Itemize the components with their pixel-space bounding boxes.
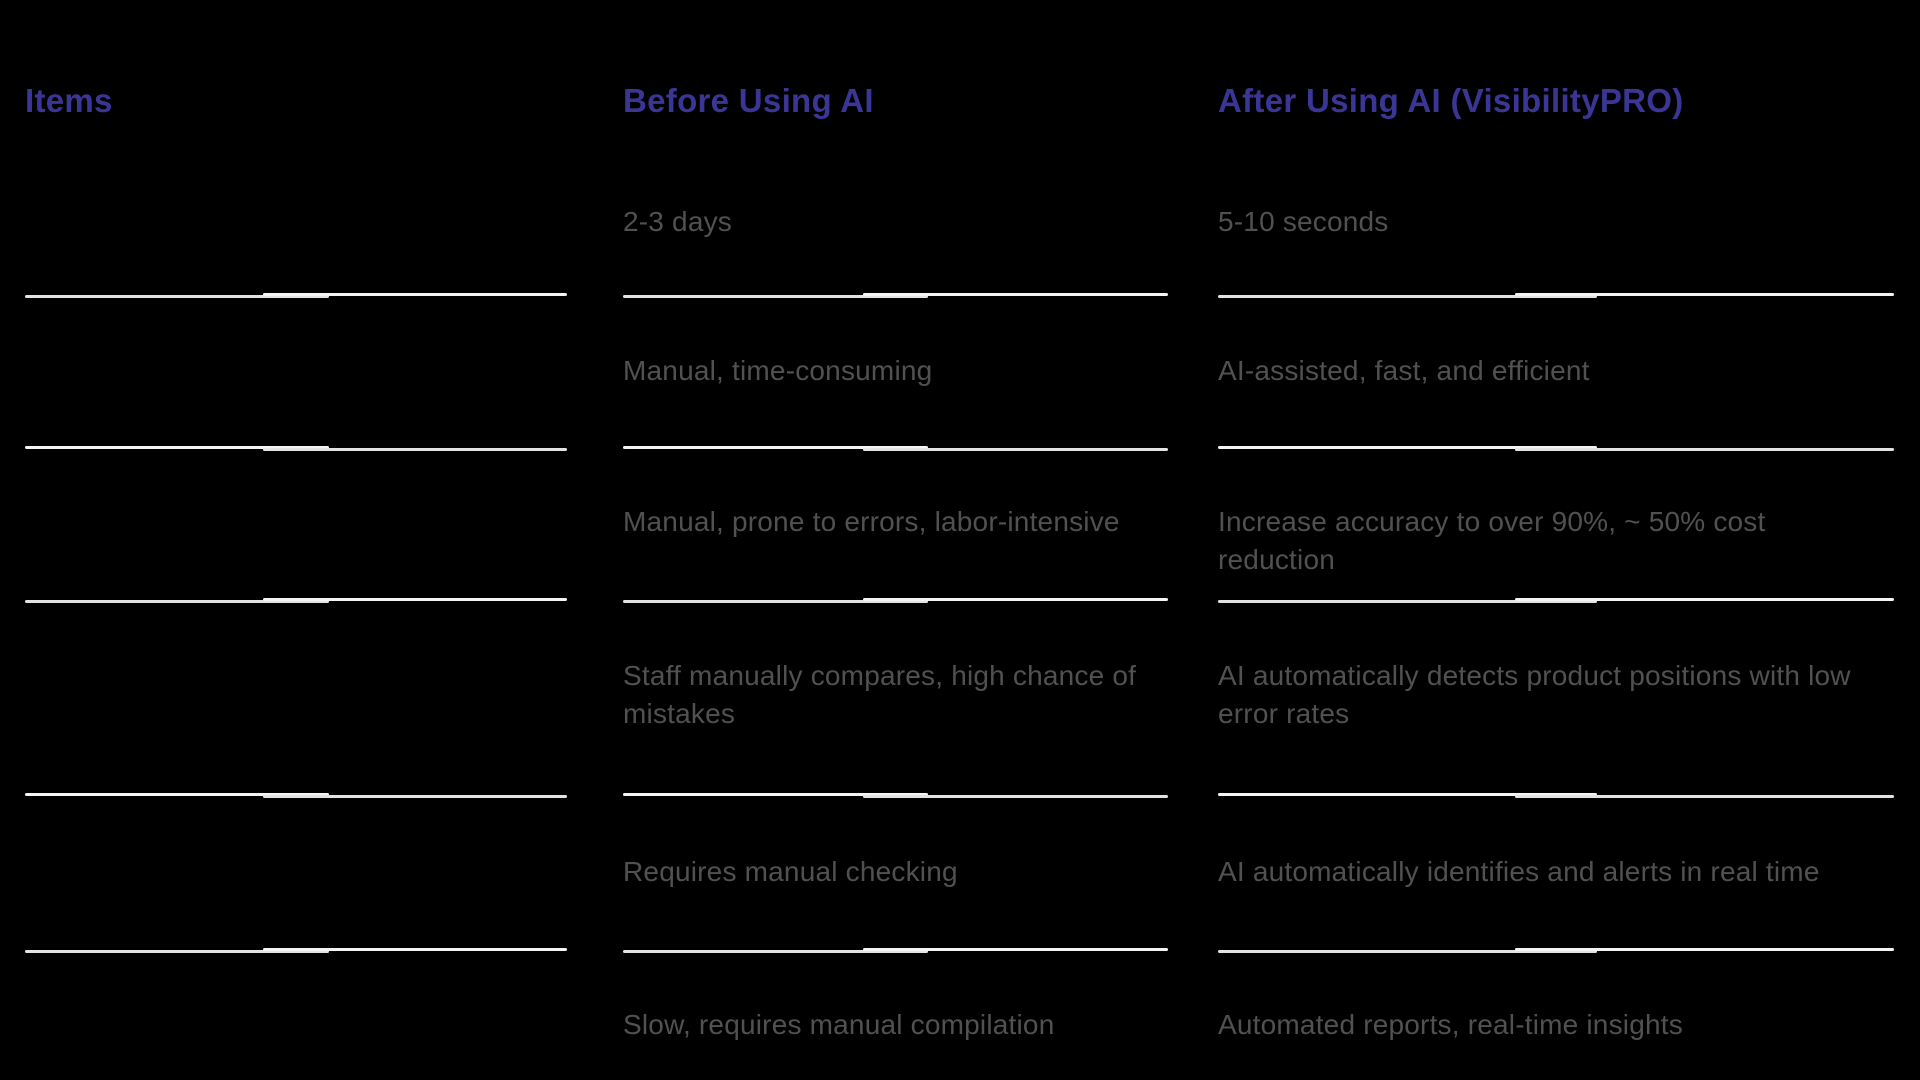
- column-header-after: After Using AI (VisibilityPRO): [1218, 82, 1684, 119]
- divider-line: [1218, 292, 1894, 300]
- divider-line: [25, 947, 567, 955]
- cell-before-5: Requires manual checking: [623, 856, 958, 887]
- cell-before-3: Manual, prone to errors, labor-intensive: [623, 506, 1120, 537]
- table-row: Manual, time-consuming AI-assisted, fast…: [0, 352, 1920, 390]
- divider-line: [623, 445, 1168, 453]
- row-divider: [0, 792, 1920, 800]
- cell-after-2: AI-assisted, fast, and efficient: [1218, 355, 1590, 386]
- column-header-before: Before Using AI: [623, 82, 874, 119]
- cell-before-6: Slow, requires manual compilation: [623, 1009, 1055, 1040]
- table-row: Staff manually compares, high chance of …: [0, 657, 1920, 733]
- cell-after-6: Automated reports, real-time insights: [1218, 1009, 1683, 1040]
- cell-item-6: [25, 1006, 570, 1044]
- divider-line: [25, 597, 567, 605]
- column-header-items: Items: [25, 82, 113, 119]
- divider-line: [1218, 792, 1894, 800]
- divider-line: [623, 292, 1168, 300]
- cell-after-1: 5-10 seconds: [1218, 206, 1389, 237]
- divider-line: [25, 792, 567, 800]
- divider-line: [623, 947, 1168, 955]
- table-row: 2-3 days 5-10 seconds: [0, 203, 1920, 241]
- row-divider: [0, 947, 1920, 955]
- divider-line: [25, 445, 567, 453]
- divider-line: [1218, 445, 1894, 453]
- row-divider: [0, 445, 1920, 453]
- cell-after-4: AI automatically detects product positio…: [1218, 660, 1851, 729]
- table-header-row: Items Before Using AI After Using AI (Vi…: [0, 82, 1920, 120]
- cell-before-2: Manual, time-consuming: [623, 355, 933, 386]
- cell-item-5: [25, 853, 570, 891]
- divider-line: [623, 792, 1168, 800]
- table-row: Requires manual checking AI automaticall…: [0, 853, 1920, 891]
- cell-before-4: Staff manually compares, high chance of …: [623, 660, 1137, 729]
- divider-line: [1218, 947, 1894, 955]
- table-row: Manual, prone to errors, labor-intensive…: [0, 503, 1920, 579]
- row-divider: [0, 597, 1920, 605]
- cell-item-1: [25, 203, 570, 241]
- cell-item-3: [25, 503, 570, 579]
- divider-line: [623, 597, 1168, 605]
- table-row: Slow, requires manual compilation Automa…: [0, 1006, 1920, 1044]
- cell-item-4: [25, 657, 570, 733]
- divider-line: [25, 292, 567, 300]
- row-divider: [0, 292, 1920, 300]
- cell-after-5: AI automatically identifies and alerts i…: [1218, 856, 1820, 887]
- cell-after-3: Increase accuracy to over 90%, ~ 50% cos…: [1218, 506, 1766, 575]
- cell-item-2: [25, 352, 570, 390]
- cell-before-1: 2-3 days: [623, 206, 732, 237]
- divider-line: [1218, 597, 1894, 605]
